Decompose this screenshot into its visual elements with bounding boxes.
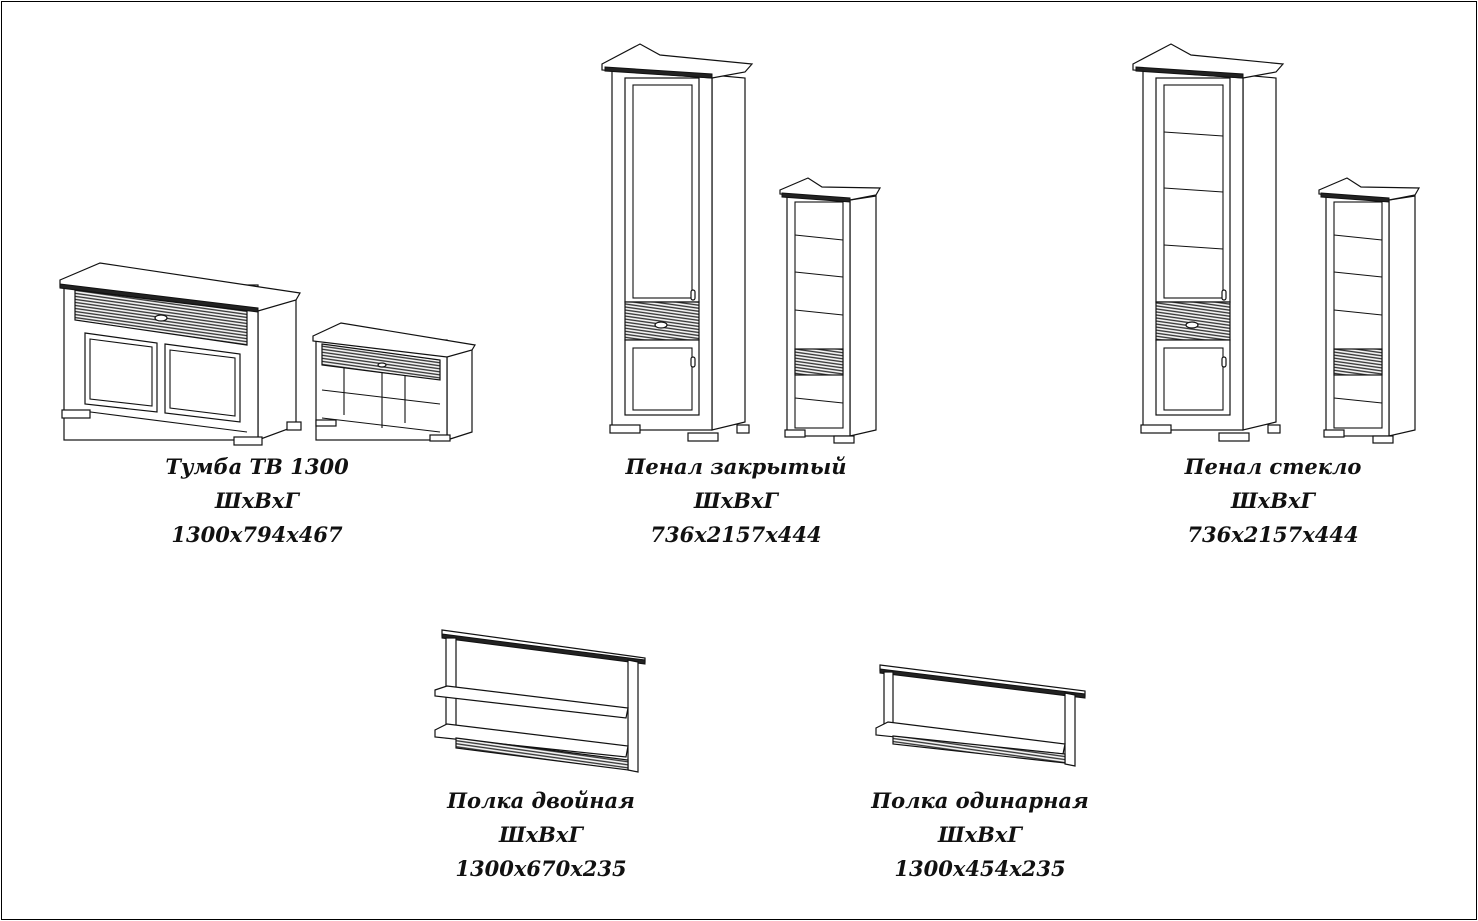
dims-label: ШхВхГ <box>215 488 299 513</box>
dims-value: 736x2157x444 <box>650 522 822 547</box>
cabinet-closed-drawing <box>601 43 754 442</box>
item-name: Полка двойная <box>447 788 635 813</box>
shelf-cabinet-drawing-1 <box>779 177 882 444</box>
dims-label: ШхВхГ <box>938 822 1022 847</box>
dims-value: 1300x794x467 <box>171 522 343 547</box>
shelf-double-drawing <box>434 629 646 773</box>
shelf-cabinet-drawing-2 <box>1318 177 1421 444</box>
dims-label: ШхВхГ <box>1231 488 1315 513</box>
item-name: Полка одинарная <box>871 788 1089 813</box>
dims-value: 1300x670x235 <box>455 856 627 881</box>
caption-cabinet-closed: Пенал закрытый ШхВхГ 736x2157x444 <box>626 450 847 552</box>
dims-label: ШхВхГ <box>694 488 778 513</box>
caption-shelf-double: Полка двойная ШхВхГ 1300x670x235 <box>447 784 635 886</box>
item-name: Пенал закрытый <box>625 454 847 479</box>
tv-stand-small-drawing <box>312 322 476 442</box>
caption-tv-stand: Тумба ТВ 1300 ШхВхГ 1300x794x467 <box>165 450 348 552</box>
caption-shelf-single: Полка одинарная ШхВхГ 1300x454x235 <box>871 784 1088 886</box>
caption-cabinet-glass: Пенал стекло ШхВхГ 736x2157x444 <box>1185 450 1362 552</box>
item-name: Пенал стекло <box>1184 454 1362 479</box>
shelf-single-drawing <box>875 664 1086 767</box>
tv-stand-drawing <box>59 262 302 446</box>
dims-label: ШхВхГ <box>499 822 583 847</box>
dims-value: 1300x454x235 <box>894 856 1066 881</box>
dims-value: 736x2157x444 <box>1187 522 1359 547</box>
cabinet-glass-drawing <box>1132 43 1285 442</box>
item-name: Тумба ТВ 1300 <box>165 454 349 479</box>
